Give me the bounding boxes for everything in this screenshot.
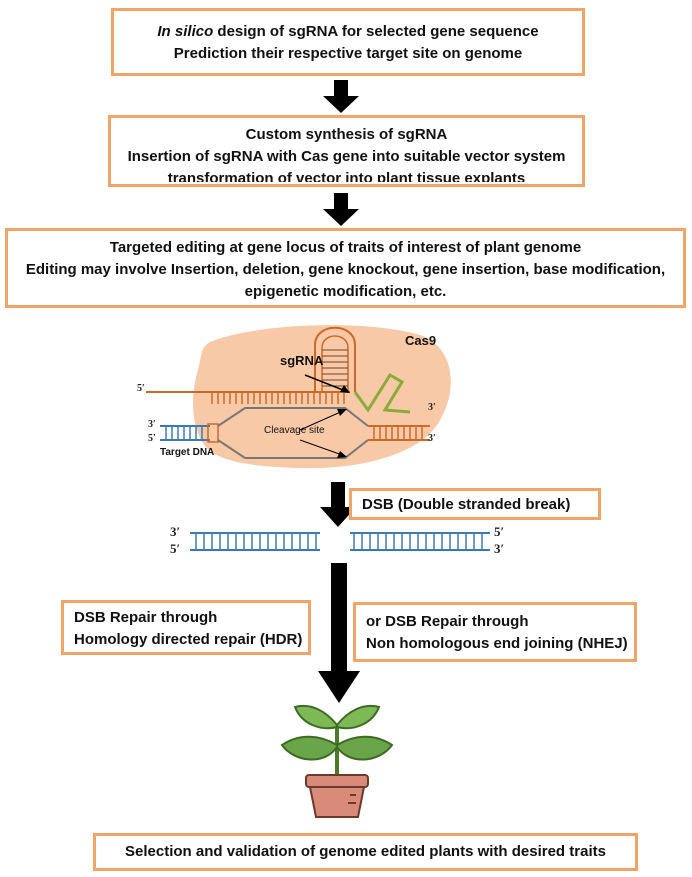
step-selection-validation: Selection and validation of genome edite… bbox=[93, 833, 638, 871]
insilico-italic: In silico bbox=[157, 23, 214, 40]
target-5-prime-left: 5′ bbox=[148, 433, 156, 444]
step2-line2: Insertion of sgRNA with Cas gene into su… bbox=[127, 148, 566, 165]
dsb-5-prime-right: 5′ bbox=[494, 524, 505, 539]
step1-line2: Prediction their respective target site … bbox=[173, 45, 523, 62]
step1-line1: In silico design of sgRNA for selected g… bbox=[114, 21, 582, 43]
step-insilico-design: In silico design of sgRNA for selected g… bbox=[111, 8, 585, 76]
nhej-line1: or DSB Repair through bbox=[366, 613, 529, 630]
dsb-label-box: DSB (Double stranded break) bbox=[349, 488, 601, 520]
arrow-down-2 bbox=[323, 193, 359, 226]
target-dna-label: Target DNA bbox=[160, 447, 215, 458]
sgrna-5-prime: 5′ bbox=[137, 383, 145, 394]
final-label: Selection and validation of genome edite… bbox=[125, 843, 606, 860]
arrow-down-1 bbox=[323, 80, 359, 113]
step2-line3: transformation of vector into plant tiss… bbox=[167, 170, 526, 182]
broken-dna bbox=[190, 532, 490, 551]
step3-line2: Editing may involve Insertion, deletion,… bbox=[25, 261, 666, 278]
sgrna-rungs bbox=[211, 392, 345, 404]
step-targeted-editing: Targeted editing at gene locus of traits… bbox=[5, 228, 686, 308]
dsb-label: DSB (Double stranded break) bbox=[362, 496, 571, 513]
cas9-label: Cas9 bbox=[405, 333, 437, 348]
dsb-5-prime-left: 5′ bbox=[170, 541, 181, 556]
step3-line3: epigenetic modification, etc. bbox=[244, 283, 447, 300]
arrow-down-4 bbox=[318, 563, 360, 703]
hdr-repair-box: DSB Repair through Homology directed rep… bbox=[61, 600, 311, 655]
step-custom-synthesis: Custom synthesis of sgRNA Insertion of s… bbox=[108, 115, 585, 187]
cas9-3-prime: 3′ bbox=[428, 402, 436, 413]
step3-line1: Targeted editing at gene locus of traits… bbox=[109, 239, 582, 256]
step1-line1-rest: design of sgRNA for selected gene sequen… bbox=[213, 23, 539, 40]
step2-line1: Custom synthesis of sgRNA bbox=[245, 126, 448, 143]
nhej-line2: Non homologous end joining (NHEJ) bbox=[366, 635, 628, 652]
sgrna-label: sgRNA bbox=[280, 353, 324, 368]
dsb-3-prime-left: 3′ bbox=[170, 524, 181, 539]
potted-plant-illustration bbox=[280, 705, 394, 818]
hdr-line1: DSB Repair through bbox=[74, 609, 218, 626]
cas9-sgrna-diagram bbox=[146, 325, 451, 469]
cleavage-site-label: Cleavage site bbox=[264, 425, 325, 436]
dna-rungs-left bbox=[195, 533, 317, 550]
dna-rungs-right bbox=[353, 533, 483, 550]
nhej-repair-box: or DSB Repair through Non homologous end… bbox=[353, 602, 637, 662]
target-3-prime-left: 3′ bbox=[148, 419, 156, 430]
target-3-prime-right: 3′ bbox=[428, 433, 436, 444]
hdr-line2: Homology directed repair (HDR) bbox=[74, 631, 303, 648]
dsb-3-prime-right: 3′ bbox=[494, 541, 505, 556]
arrow-down-3 bbox=[320, 482, 356, 527]
